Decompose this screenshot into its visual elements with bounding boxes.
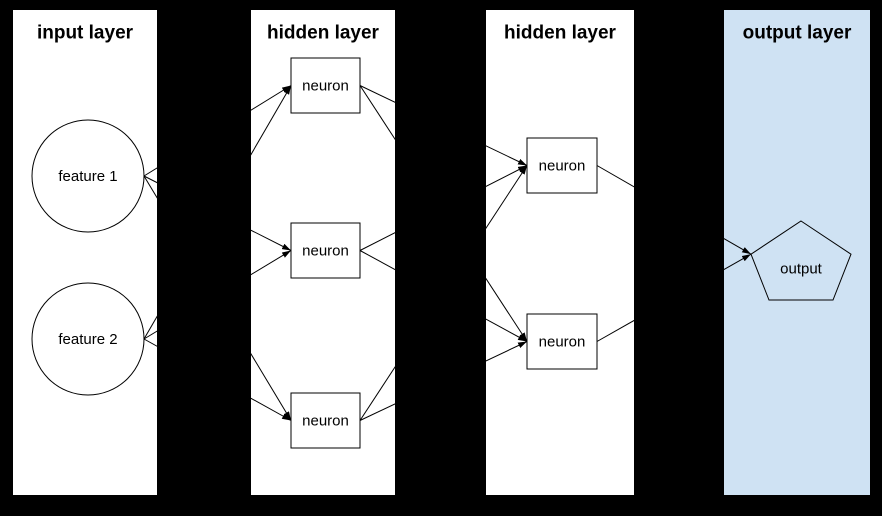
node-h2n1-label: neuron — [539, 158, 586, 175]
node-feature2-shape — [31, 282, 145, 396]
edge-feature1-h1n2 — [143, 175, 292, 251]
edge-feature1-h1n1 — [143, 85, 292, 177]
layer-panel-input — [13, 10, 157, 495]
edge-h1n1-h2n2 — [359, 85, 528, 342]
layer-title-hidden2: hidden layer — [504, 23, 617, 44]
edge-h2n2-outnode — [596, 253, 752, 342]
edge-h1n3-h2n2 — [359, 341, 528, 421]
node-feature1-label: feature 1 — [58, 168, 117, 185]
edge-feature2-h1n3 — [143, 338, 292, 421]
edge-feature2-h1n1 — [143, 85, 292, 340]
edge-h1n2-h2n1 — [359, 165, 528, 251]
node-h1n2-shape — [290, 222, 361, 279]
node-feature2-label: feature 2 — [58, 331, 117, 348]
edge-feature1-h1n3 — [143, 175, 292, 421]
layer-title-output: output layer — [743, 23, 852, 44]
node-h1n1-label: neuron — [302, 78, 349, 95]
node-h2n2-shape — [526, 313, 598, 370]
layer-title-hidden1: hidden layer — [267, 23, 380, 44]
node-outnode-shape — [750, 220, 852, 301]
node-h1n1-shape — [290, 57, 361, 114]
edge-h2n1-outnode — [596, 165, 752, 255]
node-h2n2-label: neuron — [539, 334, 586, 351]
edge-h1n3-h2n1 — [359, 165, 528, 421]
edge-h1n1-h2n1 — [359, 85, 528, 166]
edge-h1n2-h2n2 — [359, 250, 528, 342]
edge-feature2-h1n2 — [143, 250, 292, 340]
layer-title-input: input layer — [37, 23, 134, 44]
layer-panel-hidden2 — [486, 10, 634, 495]
node-h1n3-label: neuron — [302, 413, 349, 430]
node-h2n1-shape — [526, 137, 598, 194]
node-outnode-label: output — [780, 260, 823, 277]
node-h1n2-label: neuron — [302, 243, 349, 260]
node-h1n3-shape — [290, 392, 361, 449]
node-feature1-shape — [31, 119, 145, 233]
